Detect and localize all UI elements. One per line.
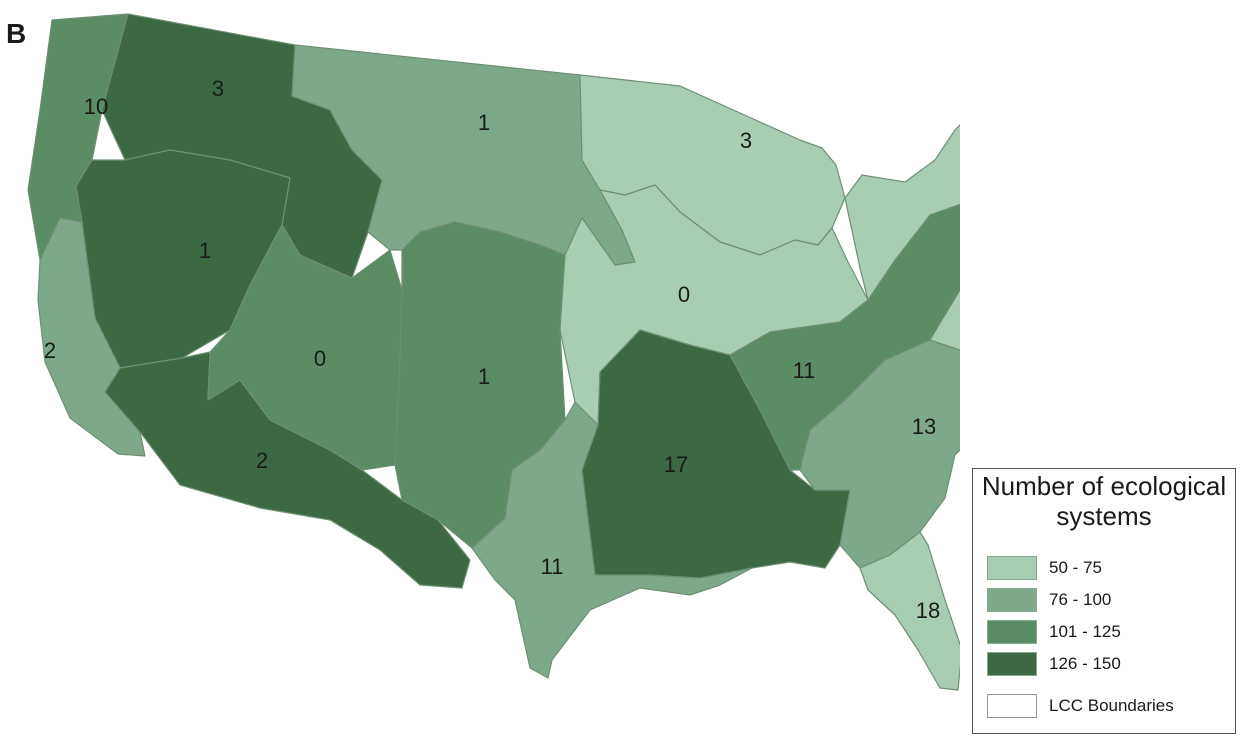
region-california[interactable] [37, 217, 146, 457]
region-label-peninsular-florida: 18 [916, 598, 940, 623]
region-label-great-basin: 1 [199, 238, 211, 263]
legend-swatch-class-2 [987, 588, 1037, 612]
legend-item-class-2: 76 - 100 [987, 587, 1111, 613]
legend-item-class-4: 126 - 150 [987, 651, 1121, 677]
region-label-california: 2 [44, 338, 56, 363]
region-label-desert: 2 [256, 448, 268, 473]
region-south-atlantic[interactable] [799, 339, 960, 569]
lcc-map: 10 3 1 2 2 0 1 1 3 0 11 17 11 13 18 5 [27, 13, 960, 691]
legend-label-class-3: 101 - 125 [1049, 622, 1121, 641]
legend-item-class-3: 101 - 125 [987, 619, 1121, 645]
region-label-gulf-coastal-plains-ozarks: 17 [664, 452, 688, 477]
region-label-gulf-coast-prairie: 11 [541, 554, 564, 579]
legend-swatch-boundaries [987, 694, 1037, 718]
region-southern-rockies[interactable] [207, 224, 403, 471]
region-label-great-plains: 1 [478, 364, 490, 389]
legend-swatch-class-1 [987, 556, 1037, 580]
legend-item-class-1: 50 - 75 [987, 555, 1102, 581]
region-label-appalachian: 11 [793, 358, 816, 383]
panel-label: B [6, 18, 27, 49]
legend-title: Number of ecological systems [981, 471, 1227, 531]
region-label-eastern-tallgrass-prairie: 0 [678, 282, 690, 307]
legend-label-boundaries: LCC Boundaries [1049, 696, 1174, 715]
region-label-upper-midwest-great-lakes: 3 [740, 128, 752, 153]
legend-label-class-4: 126 - 150 [1049, 654, 1121, 673]
region-label-plains-prairie-potholes: 1 [478, 110, 490, 135]
legend-label-class-2: 76 - 100 [1049, 590, 1112, 609]
region-peninsular-florida[interactable] [859, 531, 960, 691]
region-north-atlantic[interactable] [844, 45, 960, 301]
legend-swatch-class-4 [987, 652, 1037, 676]
region-label-great-northern: 3 [212, 76, 224, 101]
region-label-southern-rockies: 0 [314, 346, 326, 371]
legend-swatch-class-3 [987, 620, 1037, 644]
legend-label-class-1: 50 - 75 [1049, 558, 1102, 577]
region-label-north-pacific: 10 [84, 94, 108, 119]
map-legend: Number of ecological systems 50 - 75 76 … [972, 468, 1236, 734]
region-north-atlantic-south[interactable] [929, 210, 960, 351]
region-label-south-atlantic: 13 [912, 414, 936, 439]
legend-item-boundaries: LCC Boundaries [987, 693, 1174, 719]
